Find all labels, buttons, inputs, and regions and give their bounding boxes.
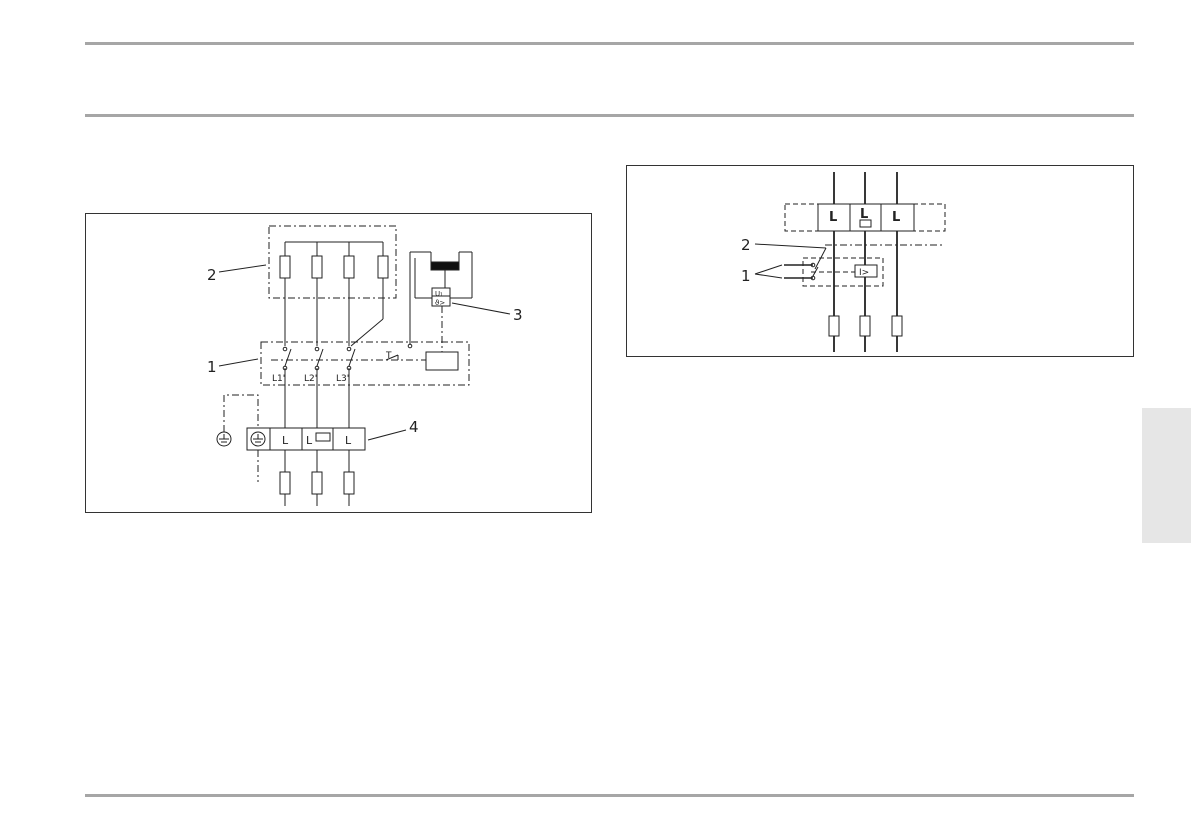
terminal-label-2: L	[306, 434, 313, 447]
coil-label-theta: ϑ>	[435, 299, 445, 307]
fuse-r2	[860, 316, 870, 336]
header-rule-bottom	[85, 114, 1134, 117]
fuse-3	[344, 472, 354, 494]
heater-element-1	[280, 256, 290, 278]
fuse-1	[280, 472, 290, 494]
coil-label-u: U₁	[435, 290, 443, 298]
terminal-label-3: L	[345, 434, 352, 447]
callout-4: 4	[409, 418, 419, 436]
wiring-diagram-overcurrent: 2 1 L L L I>	[626, 165, 1134, 357]
header-rule-top	[85, 42, 1134, 45]
terminal-label-1: L	[282, 434, 289, 447]
fuse-r1	[829, 316, 839, 336]
switch-label-l2: L2'	[304, 374, 317, 384]
callout-r1: 1	[741, 267, 751, 285]
wiring-diagram-heating-svg: 2 1 3 4 L1' L2' L3' T U₁ ϑ> L L L	[86, 214, 593, 514]
heater-element-4	[378, 256, 388, 278]
switch-label-l1: L1'	[272, 374, 285, 384]
chapter-tab	[1142, 408, 1191, 543]
callout-3: 3	[513, 306, 523, 324]
callout-r2: 2	[741, 236, 751, 254]
fuse-2	[312, 472, 322, 494]
rcd-symbol	[316, 433, 330, 441]
wiring-diagram-heating: 2 1 3 4 L1' L2' L3' T U₁ ϑ> L L L	[85, 213, 592, 513]
callout-1: 1	[207, 358, 217, 376]
fuse-r3	[892, 316, 902, 336]
switch-label-l3: L3'	[336, 374, 349, 384]
relay-coil	[426, 352, 458, 370]
thermostat-sensor	[431, 262, 459, 270]
wiring-diagram-overcurrent-svg: 2 1 L L L I>	[627, 166, 1135, 358]
terminal-label-r3: L	[892, 210, 900, 225]
heater-element-3	[344, 256, 354, 278]
heater-element-2	[312, 256, 322, 278]
callout-2: 2	[207, 266, 217, 284]
footer-rule	[85, 794, 1134, 797]
relay-label: I>	[859, 268, 869, 278]
terminal-label-r2: L	[860, 207, 868, 222]
terminal-label-r1: L	[829, 210, 837, 225]
timer-label: T	[385, 351, 392, 361]
